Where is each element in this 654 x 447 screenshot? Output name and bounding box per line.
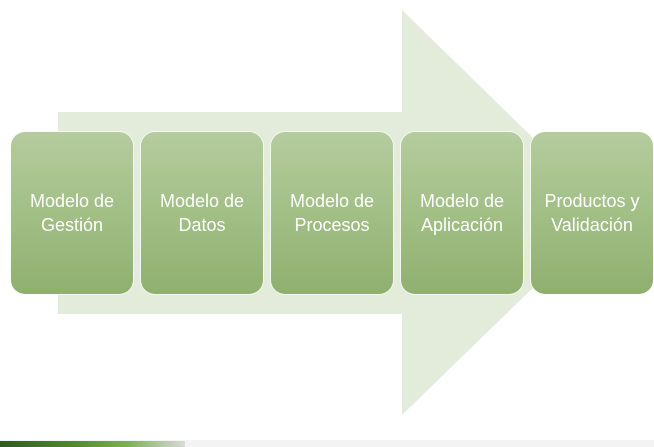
step-productos-y-validacion: Productos y Validación	[531, 132, 653, 294]
step-modelo-de-aplicacion: Modelo de Aplicación	[401, 132, 523, 294]
step-label: Modelo de Datos	[159, 191, 245, 235]
step-label: Productos y Validación	[544, 191, 640, 235]
step-modelo-de-procesos: Modelo de Procesos	[271, 132, 393, 294]
bottom-thumbnail-image	[0, 441, 185, 447]
step-label: Modelo de Gestión	[29, 191, 115, 235]
step-modelo-de-datos: Modelo de Datos	[141, 132, 263, 294]
bottom-strip	[0, 440, 654, 447]
step-label: Modelo de Aplicación	[419, 191, 505, 235]
step-modelo-de-gestion: Modelo de Gestión	[11, 132, 133, 294]
step-label: Modelo de Procesos	[289, 191, 375, 235]
